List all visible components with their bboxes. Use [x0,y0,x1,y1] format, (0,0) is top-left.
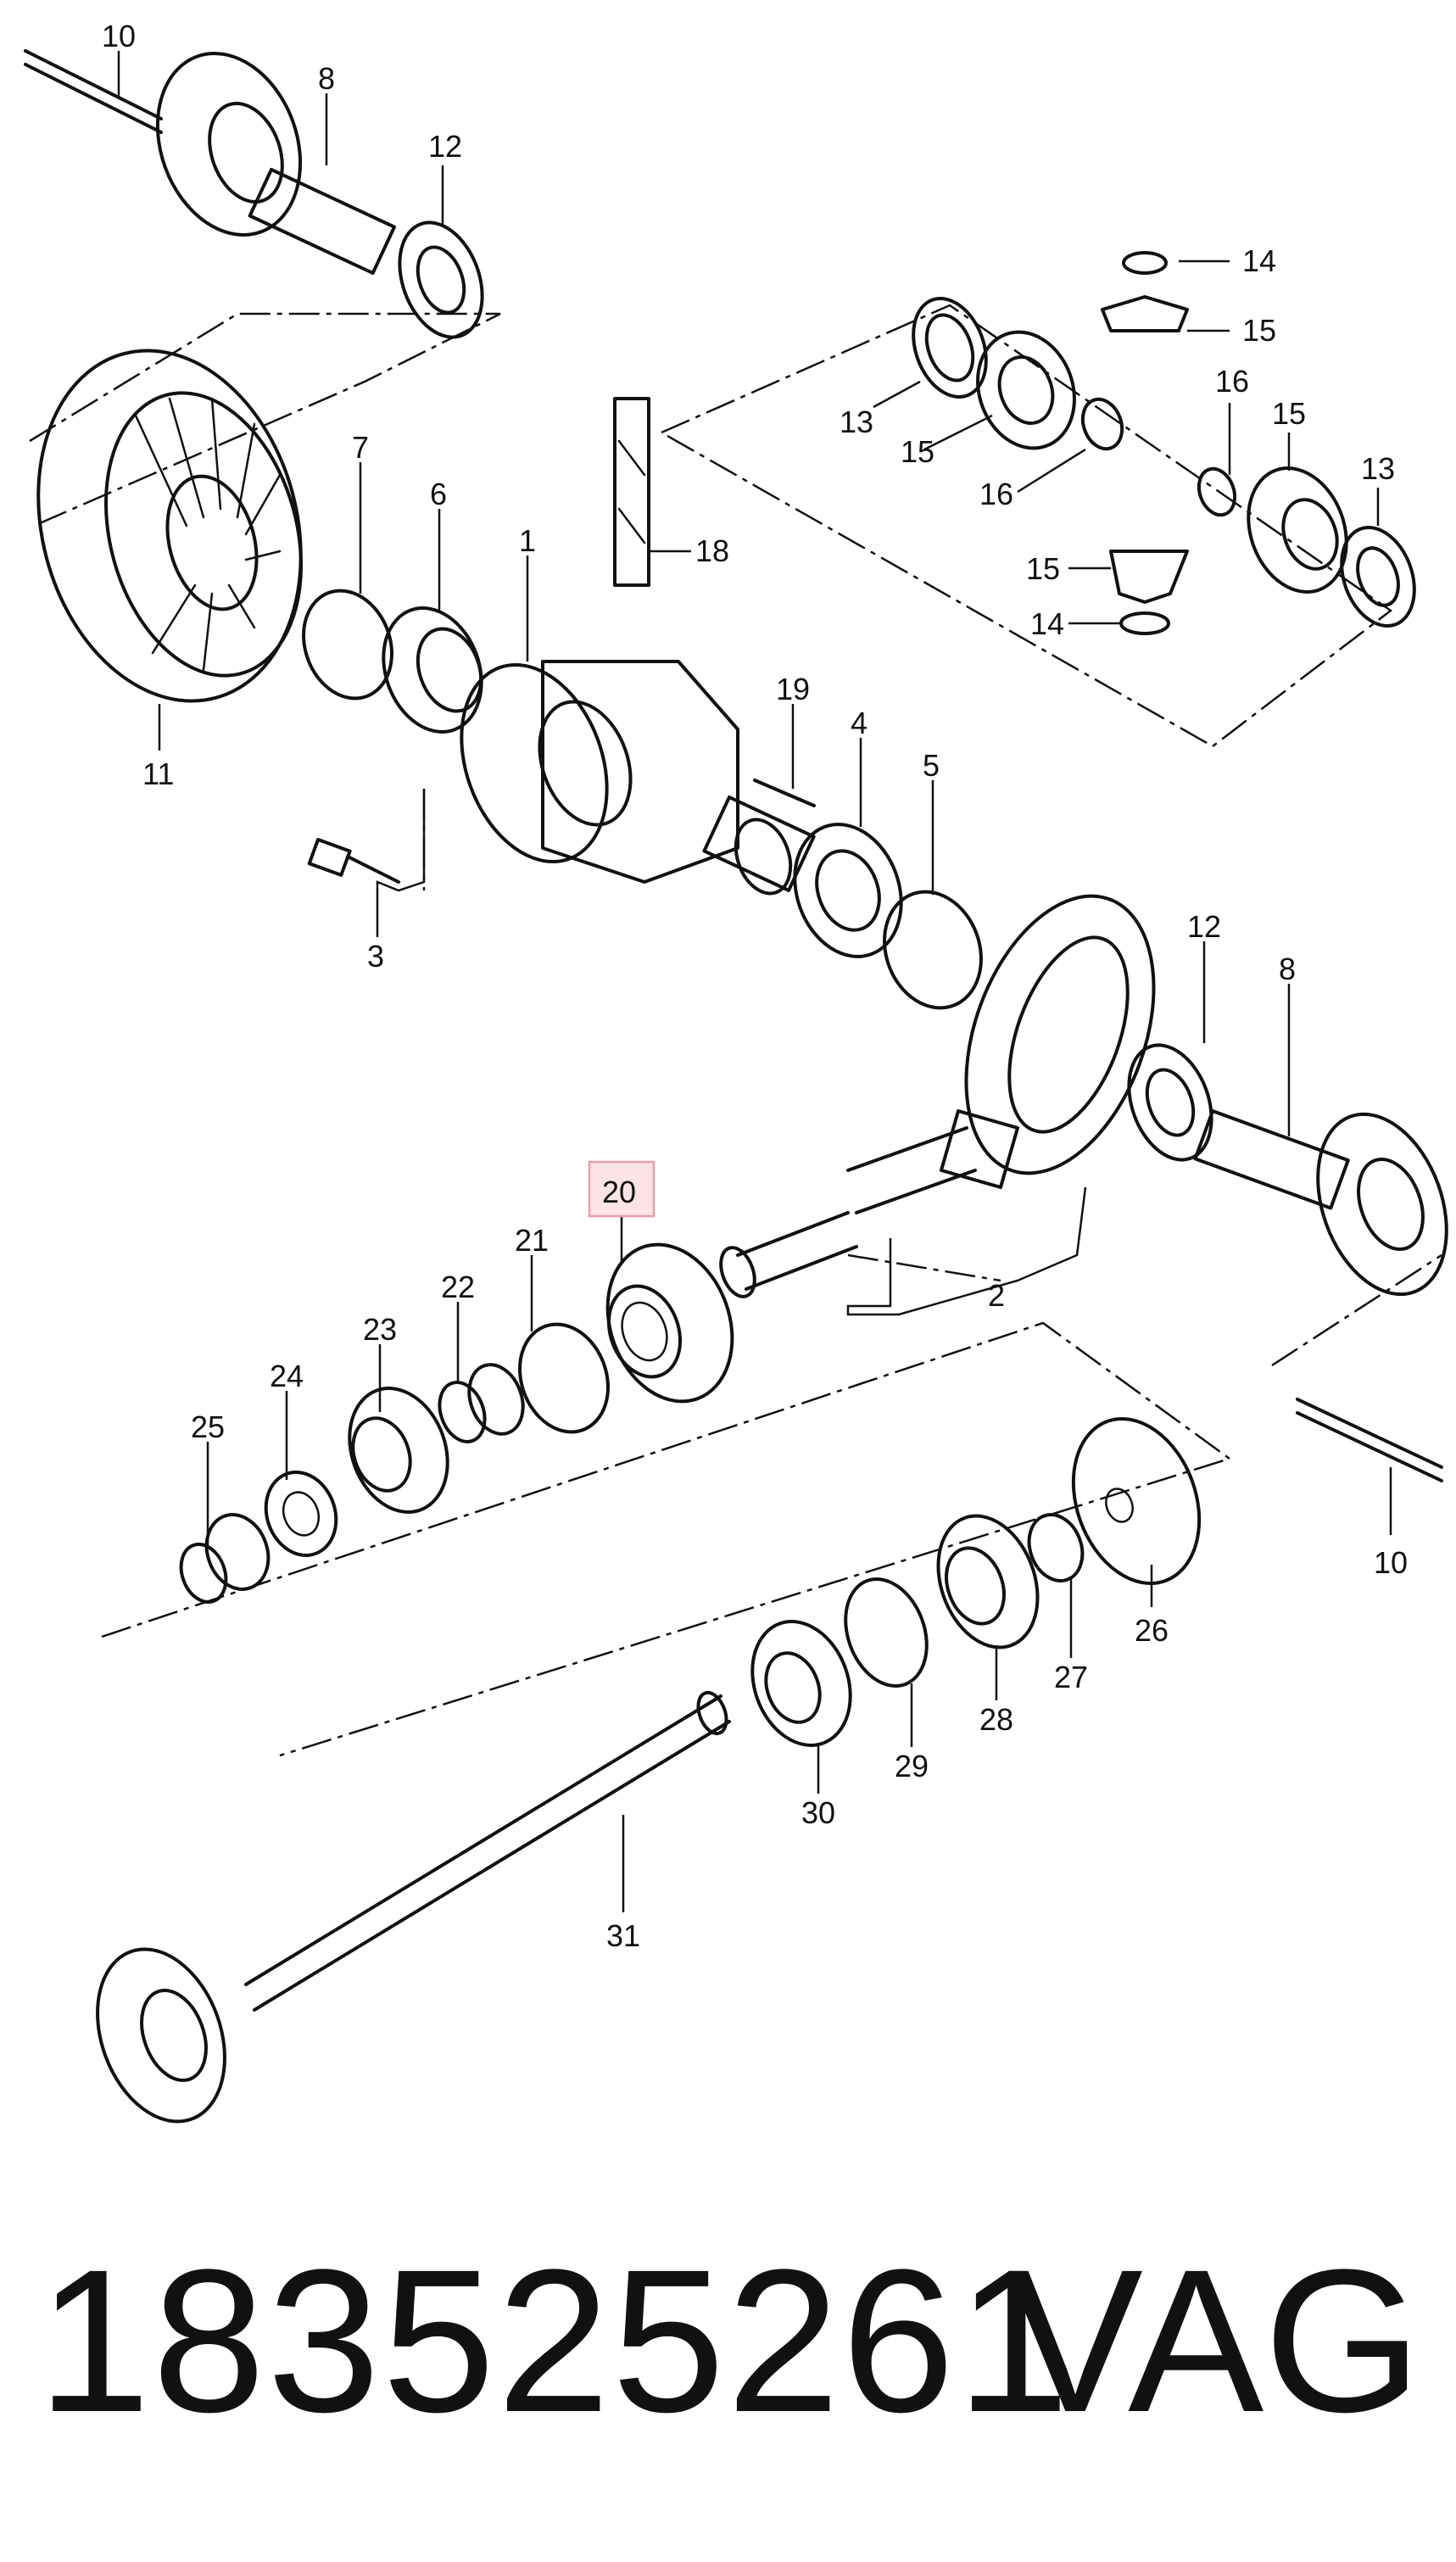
callout-12-top[interactable]: 12 [428,129,462,164]
callout-8-top[interactable]: 8 [318,61,335,96]
callout-15-b[interactable]: 15 [1272,396,1306,431]
callout-labels: 10 8 12 14 15 13 16 15 13 15 16 15 14 7 … [102,19,1408,1953]
callout-30[interactable]: 30 [801,1795,835,1830]
callout-5[interactable]: 5 [923,748,940,783]
final-drive-cover [36,349,304,703]
callout-2[interactable]: 2 [988,1278,1005,1313]
pinion-shaft-components [179,1322,610,1604]
callout-21[interactable]: 21 [515,1223,549,1258]
output-shaft-components [750,1417,1202,1747]
callout-7[interactable]: 7 [352,430,369,465]
drive-shaft [96,1690,731,2124]
exploded-parts-diagram: 10 8 12 14 15 13 16 15 13 15 16 15 14 7 … [24,19,1448,2124]
callout-23[interactable]: 23 [363,1312,397,1347]
callout-10-right[interactable]: 10 [1374,1545,1408,1580]
callout-16-left[interactable]: 16 [979,477,1013,511]
highlight-box-20 [588,1160,655,1218]
callout-13-right[interactable]: 13 [1361,451,1395,486]
callout-6[interactable]: 6 [430,477,447,511]
callout-15-d[interactable]: 15 [1026,551,1060,586]
crown-wheel-and-pinion [719,894,1156,1316]
callout-10-top[interactable]: 10 [102,19,136,53]
callout-19[interactable]: 19 [776,672,810,706]
callout-27[interactable]: 27 [1054,1660,1088,1694]
callout-24[interactable]: 24 [270,1359,304,1393]
callout-20[interactable]: 20 [602,1175,636,1209]
group-outlines [29,304,1442,1757]
callout-12-right[interactable]: 12 [1187,909,1221,944]
callout-4[interactable]: 4 [851,706,867,740]
brand-label: VAG [1007,2227,1422,2454]
callout-22[interactable]: 22 [441,1270,475,1304]
callout-13-left[interactable]: 13 [840,405,873,439]
callout-1[interactable]: 1 [519,523,536,558]
callout-16-top[interactable]: 16 [1215,364,1249,399]
callout-8-right[interactable]: 8 [1279,952,1296,986]
bearing-and-ring-right [793,823,983,1010]
callout-25[interactable]: 25 [191,1409,225,1444]
callout-15-a[interactable]: 15 [1242,313,1276,348]
lower-right-flange [1127,1043,1448,1482]
callout-28[interactable]: 28 [979,1702,1013,1737]
callout-14-top[interactable]: 14 [1242,243,1276,278]
differential-gears [912,251,1416,635]
callout-29[interactable]: 29 [895,1749,929,1783]
leader-lines [117,51,1392,1912]
callout-11[interactable]: 11 [142,756,174,791]
callout-3[interactable]: 3 [367,939,384,974]
bearing-part-20 [605,1242,734,1404]
callout-26[interactable]: 26 [1135,1613,1169,1648]
callout-15-c[interactable]: 15 [901,434,934,469]
part-number: 183525261 [37,2227,1072,2454]
callout-14-bottom[interactable]: 14 [1030,606,1064,641]
callout-31[interactable]: 31 [606,1918,640,1953]
callout-18[interactable]: 18 [695,533,729,568]
o-ring-and-bearing [302,589,483,734]
differential-housing [307,397,816,896]
upper-axle-flange [24,49,484,339]
